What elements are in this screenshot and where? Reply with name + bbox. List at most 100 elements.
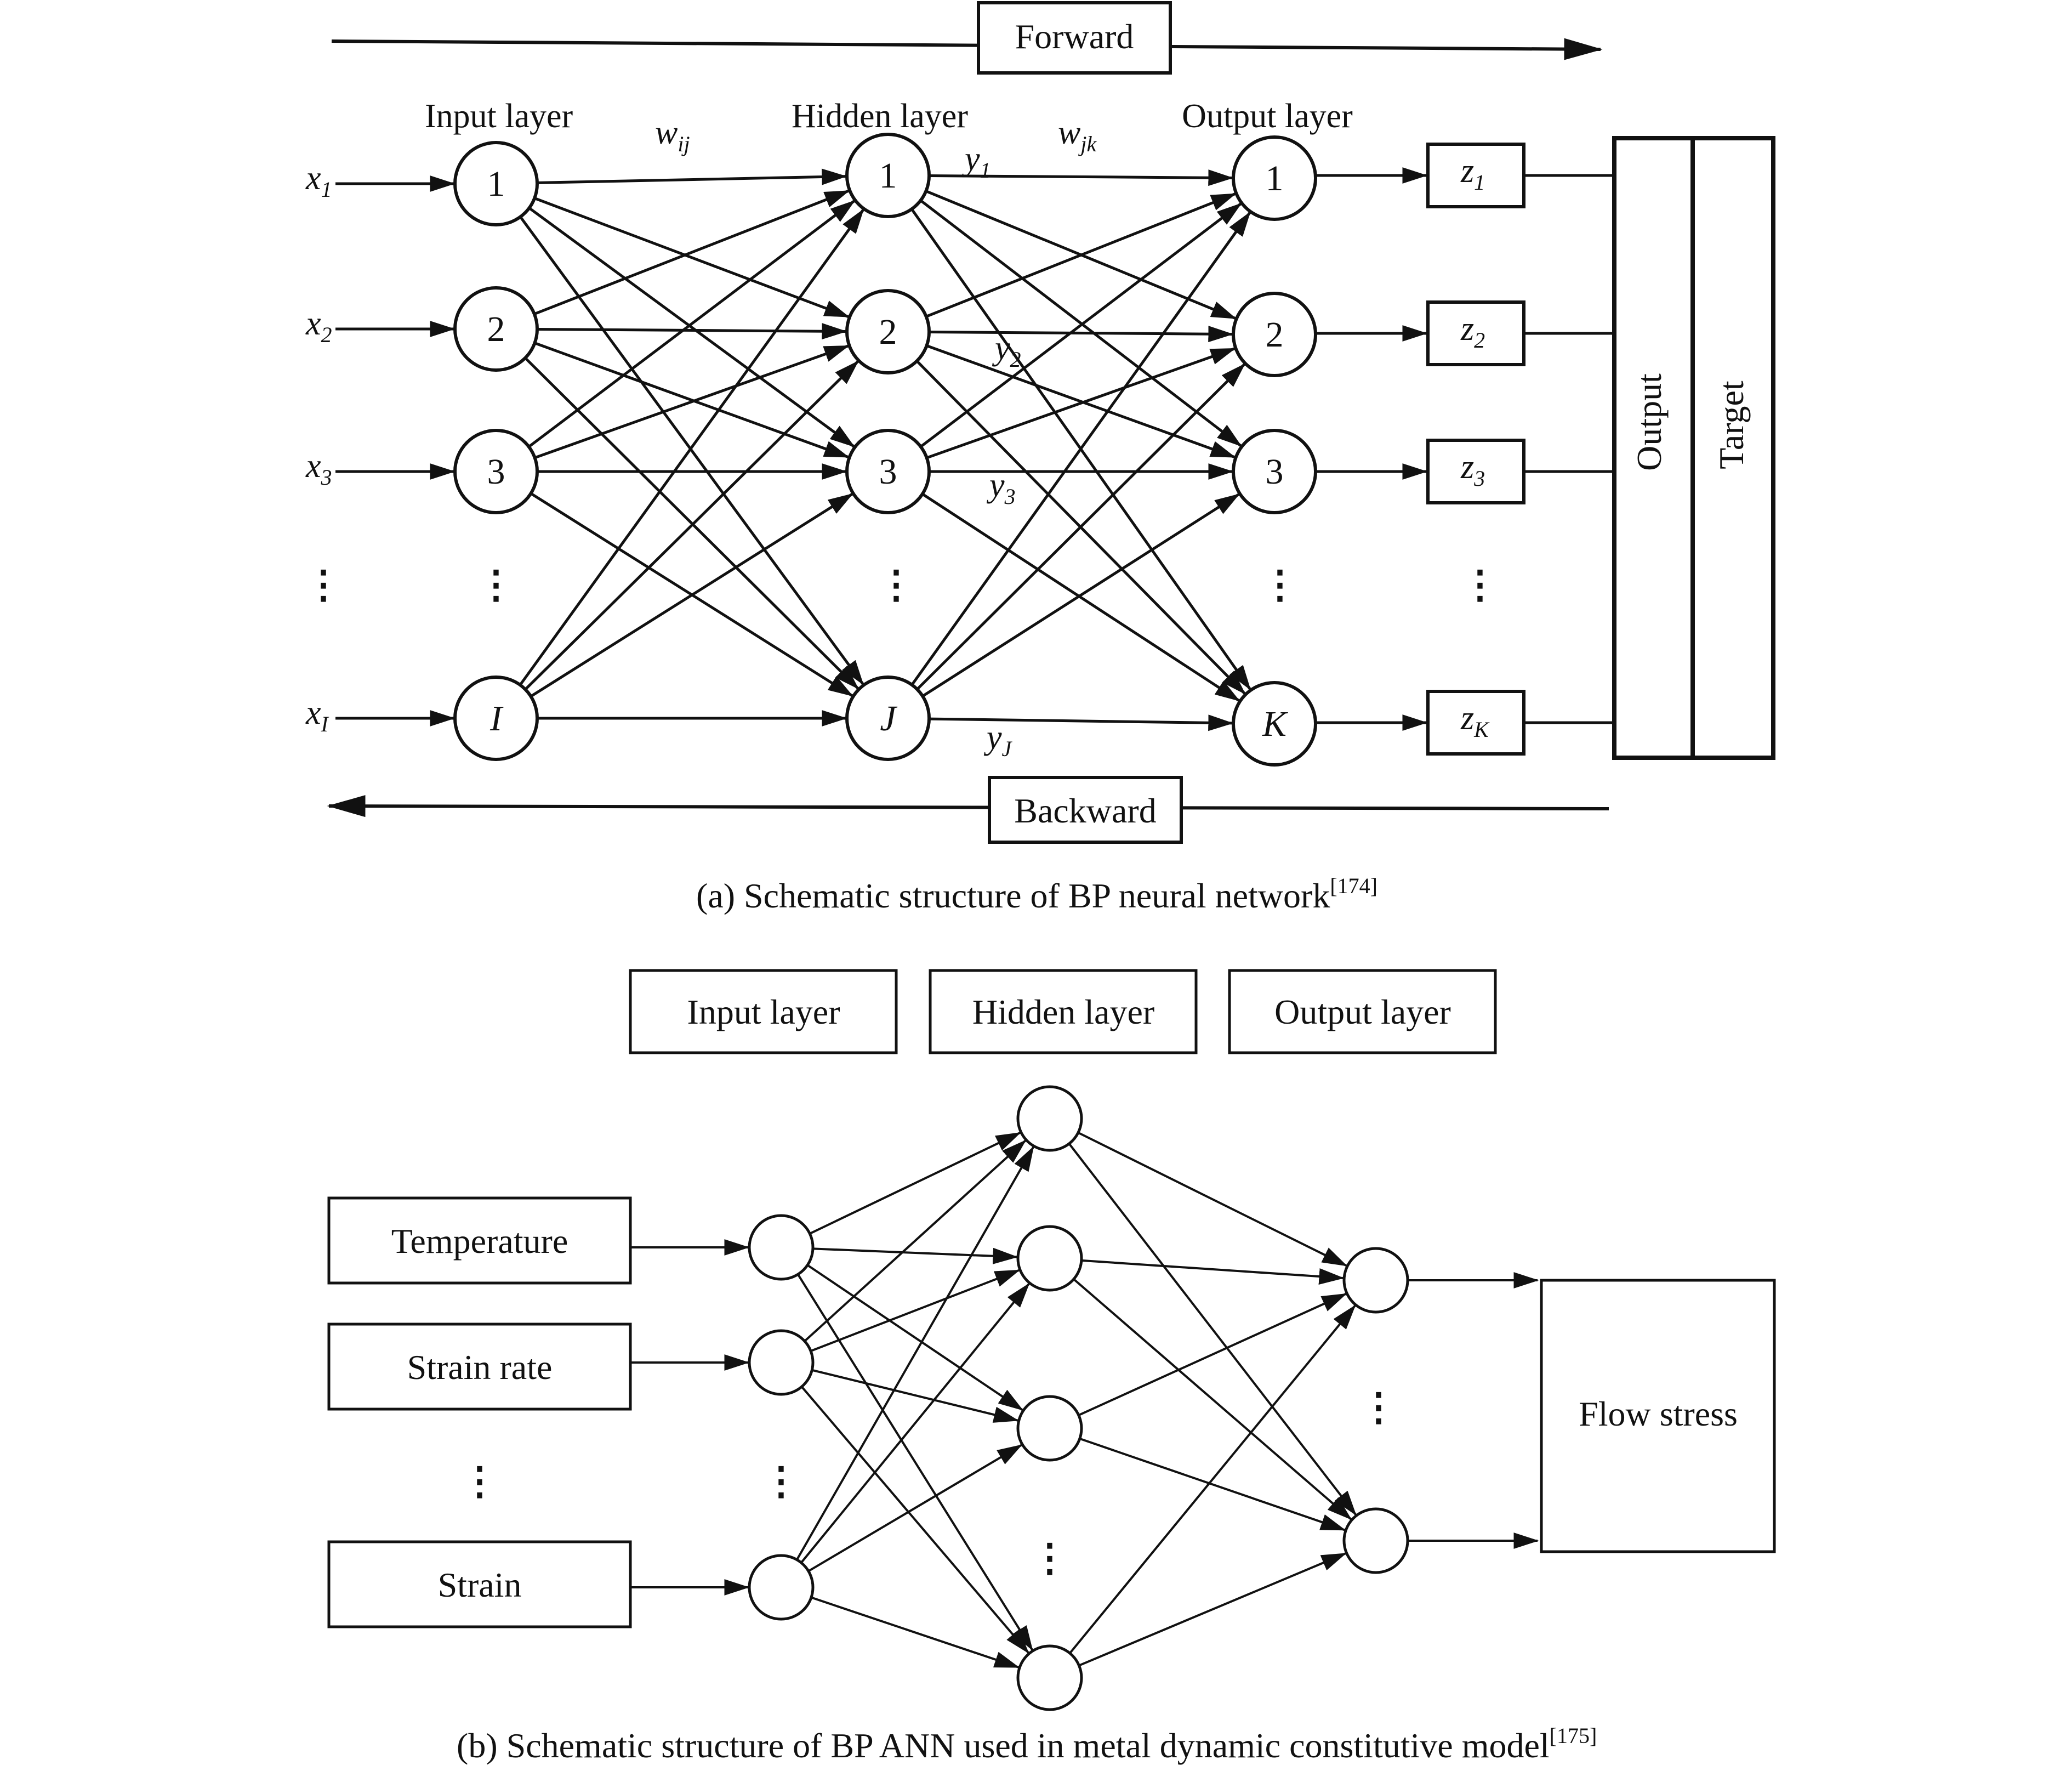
input-layer-title: Input layer	[425, 98, 573, 135]
bp-ann-constitutive-model: Input layer Hidden layer Output layer Te…	[327, 969, 1776, 1765]
z-box	[1426, 300, 1525, 366]
b-edge-input-hidden	[809, 1132, 1021, 1235]
edge-hidden-output	[916, 363, 1246, 690]
input-label-x: xI	[305, 694, 329, 736]
b-edge-hidden-output	[1073, 1278, 1352, 1520]
b-edge-input-hidden	[810, 1269, 1021, 1352]
hidden-output-label-y: y2	[992, 330, 1021, 372]
input-label-x: x2	[305, 305, 332, 347]
weight-label-jk: wjk	[1058, 114, 1097, 156]
strain-box	[327, 1540, 632, 1628]
output-node	[1232, 135, 1317, 221]
input-node-label: I	[489, 699, 504, 739]
ellipsis: ⋮	[1461, 564, 1499, 606]
edge-input-hidden	[530, 492, 853, 698]
output-layer-title: Output layer	[1182, 98, 1353, 135]
b-ellipsis: ⋮	[1031, 1537, 1069, 1580]
b-hidden-node	[1016, 1225, 1083, 1292]
hidden-output-label-y: y3	[986, 467, 1016, 509]
b-nodes: ⋮ ⋮ ⋮	[748, 1085, 1409, 1711]
ellipsis: ⋮	[304, 564, 343, 606]
edge-hidden-output	[920, 202, 1242, 448]
output-box-label: Output	[1630, 373, 1669, 471]
forward-label: Forward	[1015, 17, 1134, 56]
edge-hidden-output	[929, 714, 1234, 731]
hidden-node-label: J	[880, 699, 897, 739]
temperature-box	[327, 1196, 632, 1285]
b-edge-hidden-output	[1068, 1143, 1357, 1516]
strain-label: Strain	[438, 1565, 522, 1604]
b-output-node	[1342, 1507, 1409, 1574]
hidden-node-label: 1	[879, 156, 897, 196]
b-edge-input-hidden	[812, 1247, 1018, 1264]
temperature-label: Temperature	[391, 1222, 568, 1261]
z-box	[1426, 143, 1525, 208]
b-edge-input-hidden	[801, 1386, 1029, 1654]
bp-network-schematic: Forward Backward Input layer Hidden laye…	[304, 1, 1775, 915]
input-node	[453, 141, 539, 226]
flow-stress-box	[1540, 1279, 1776, 1553]
ellipsis: ⋮	[877, 564, 915, 606]
b-ellipsis: ⋮	[1359, 1387, 1398, 1429]
backward-box	[988, 776, 1183, 844]
b-hidden-layer-box	[929, 969, 1198, 1054]
hidden-node	[845, 676, 931, 761]
hidden-node-label: 3	[879, 452, 897, 492]
z-label: z2	[1460, 310, 1485, 353]
a-nodes: x1x2x3xI123I123J123K⋮⋮⋮⋮⋮y1y2y3yJz1z2z3z…	[304, 133, 1525, 767]
b-output-layer-box	[1228, 969, 1497, 1054]
ellipsis: ⋮	[1261, 564, 1299, 606]
input-node	[453, 429, 539, 514]
b-input-node	[748, 1329, 815, 1396]
b-input-layer-title: Input layer	[687, 992, 840, 1031]
edge-hidden-output	[921, 492, 1240, 702]
output-node-label: 2	[1266, 315, 1284, 355]
edge-input-hidden	[524, 360, 859, 691]
b-output-layer-title: Output layer	[1274, 992, 1451, 1031]
edge-input-hidden	[537, 168, 847, 185]
b-edge-input-hidden	[811, 1596, 1020, 1668]
input-label-x: x1	[305, 160, 332, 202]
caption-b: (b) Schematic structure of BP ANN used i…	[457, 1723, 1597, 1765]
output-node-label: 3	[1266, 452, 1284, 492]
input-node	[453, 286, 539, 372]
b-edge-input-hidden	[806, 1264, 1024, 1411]
b-hidden-node	[1016, 1644, 1083, 1711]
weight-label-ij: wij	[655, 114, 690, 156]
b-output-node	[1342, 1247, 1409, 1314]
z-label: z1	[1460, 152, 1485, 195]
edge-input-hidden	[534, 197, 850, 319]
hidden-node	[845, 289, 931, 374]
b-edge-input-hidden	[804, 1139, 1027, 1342]
b-edge-hidden-output	[1069, 1304, 1356, 1654]
output-node	[1232, 292, 1317, 377]
output-node-label: K	[1262, 704, 1288, 744]
edge-input-hidden	[533, 189, 850, 315]
b-hidden-node	[1016, 1395, 1083, 1462]
b-edge-hidden-output	[1081, 1259, 1345, 1285]
backward-label: Backward	[1014, 791, 1156, 830]
edge-input-hidden	[519, 216, 864, 685]
b-ellipsis: ⋮	[762, 1461, 800, 1503]
edge-hidden-output	[929, 326, 1234, 343]
hidden-output-label-y: yJ	[983, 719, 1013, 761]
b-input-node	[748, 1214, 815, 1281]
b-connection-lines	[630, 1131, 1539, 1668]
a-connection-lines	[335, 167, 1614, 731]
b-edge-input-hidden	[800, 1282, 1030, 1564]
b-input-layer-box	[629, 969, 898, 1054]
output-node	[1232, 429, 1317, 514]
z-label: z3	[1460, 449, 1485, 491]
forward-arrow	[331, 38, 1603, 60]
edge-hidden-output	[910, 211, 1251, 686]
edge-hidden-output	[926, 344, 1236, 459]
backward-arrow	[327, 795, 1609, 818]
b-input-ellipsis: ⋮	[460, 1461, 499, 1503]
edge-hidden-output	[926, 347, 1236, 459]
hidden-layer-title: Hidden layer	[792, 98, 968, 135]
ellipsis: ⋮	[477, 564, 515, 606]
edge-input-hidden	[528, 200, 856, 448]
edge-input-hidden	[537, 323, 847, 340]
hidden-node	[845, 133, 931, 218]
